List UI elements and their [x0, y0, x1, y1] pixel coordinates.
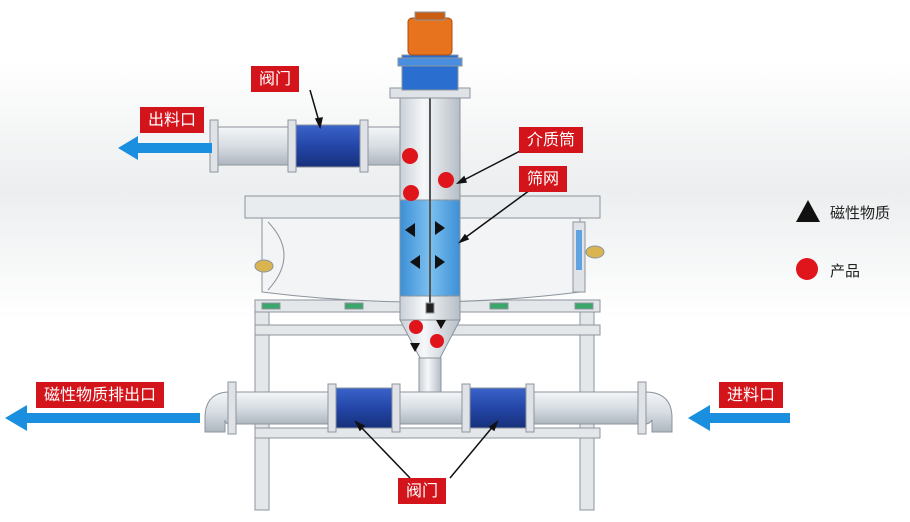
bottom-pipe	[204, 381, 673, 435]
label-outlet: 出料口	[140, 107, 205, 133]
magnetic-particles	[405, 221, 446, 352]
label-magnetic-outlet: 磁性物质排出口	[36, 382, 165, 408]
legend-product-label: 产品	[830, 262, 861, 280]
legend-triangle-icon	[796, 200, 820, 222]
outlet-pipe	[209, 119, 401, 173]
valve-top	[295, 124, 361, 168]
label-valve-bottom: 阀门	[398, 478, 447, 504]
valve-bottom-right	[469, 387, 527, 429]
valve-bottom-left	[335, 387, 393, 429]
label-valve-top: 阀门	[251, 66, 300, 92]
actuator	[407, 17, 453, 56]
legend-circle-icon	[796, 258, 818, 280]
inlet-arrow	[688, 405, 790, 431]
legend-magnetic-label: 磁性物质	[830, 204, 891, 222]
label-inlet: 进料口	[719, 382, 784, 408]
outlet-arrow	[118, 136, 212, 160]
magnetic-outlet-arrow	[5, 405, 200, 431]
pointer-lines	[309, 89, 531, 479]
label-screen: 筛网	[519, 166, 568, 192]
product-particles	[402, 148, 454, 348]
label-media-cylinder: 介质筒	[519, 127, 584, 153]
media-cylinder	[389, 11, 471, 414]
